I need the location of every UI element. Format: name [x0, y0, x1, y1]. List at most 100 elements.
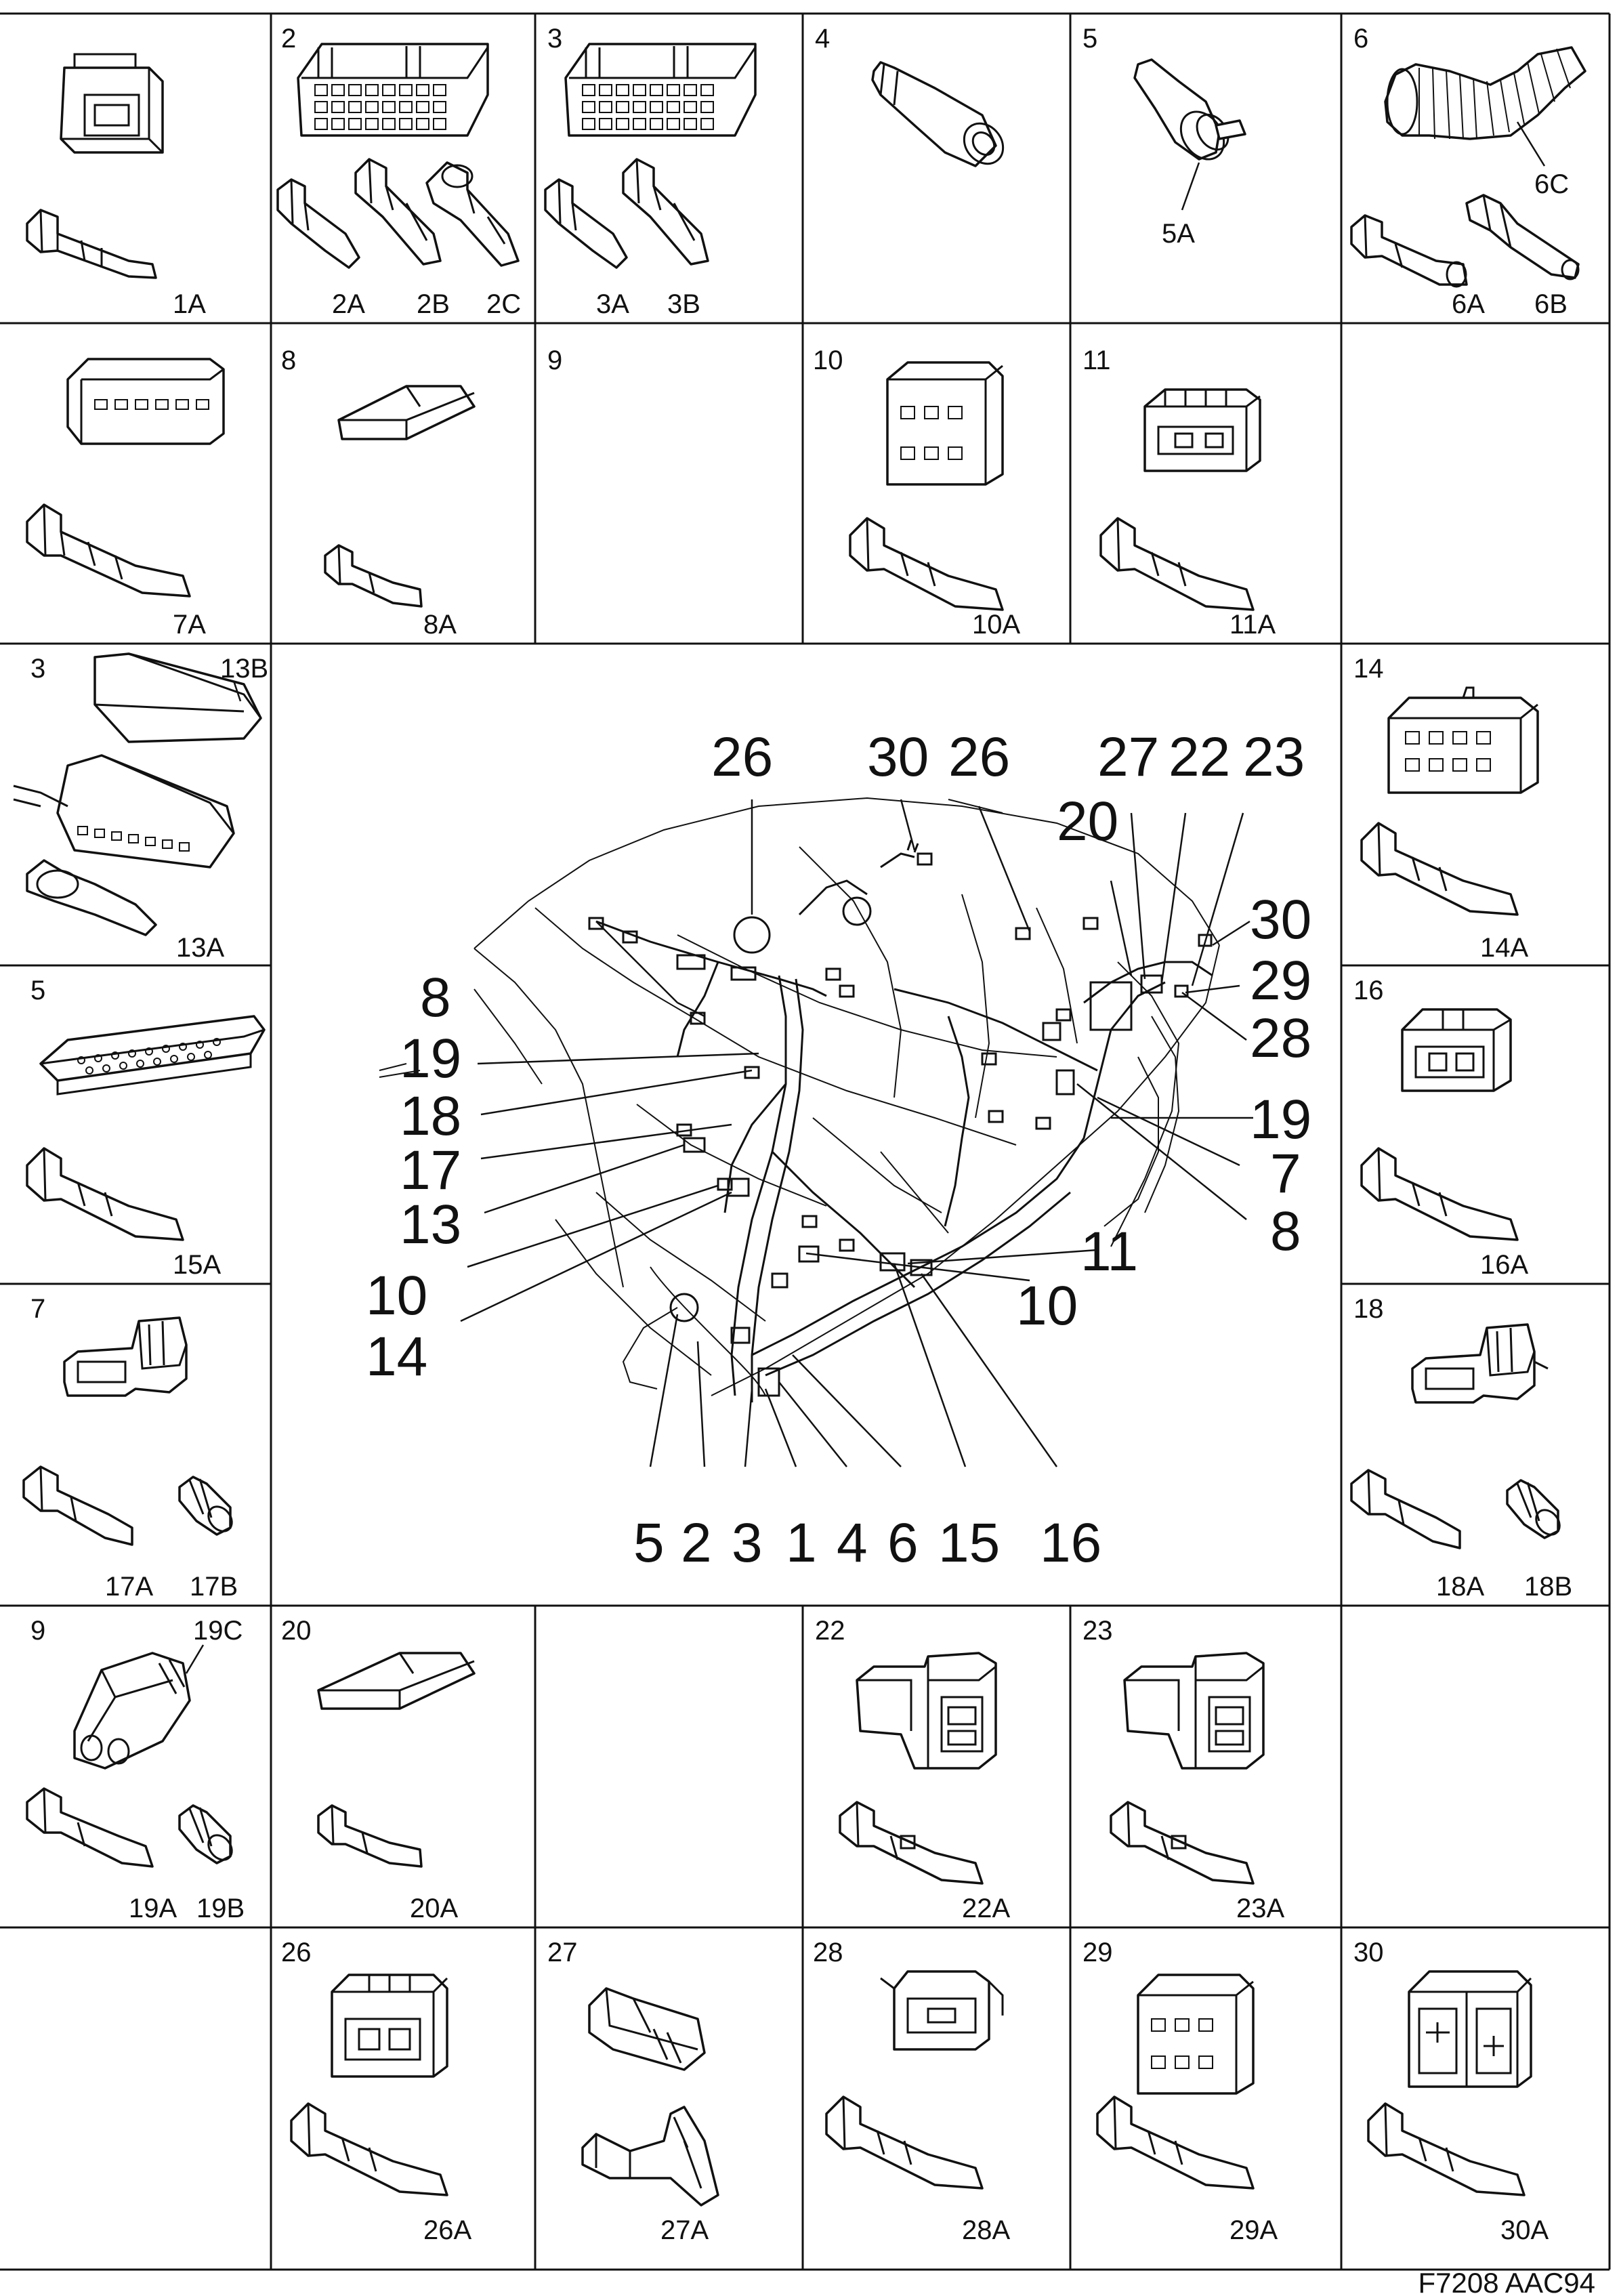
corrugated-tube-6-drawing	[1384, 46, 1586, 140]
cell-18: 18 18A 18B	[1350, 1294, 1572, 1602]
cell-3: 3	[544, 24, 757, 319]
cell-17: 7 17A 17B	[22, 1294, 238, 1602]
part-label: 6A	[1452, 289, 1485, 319]
part-label: 27A	[660, 2215, 709, 2245]
seal-17b-drawing	[178, 1476, 233, 1536]
callout-right: 10	[1016, 1275, 1078, 1337]
cell-number: 26	[281, 1938, 312, 1967]
callout-bottom: 3	[732, 1512, 763, 1574]
cell-number: 2	[281, 24, 296, 54]
connector-15-drawing	[39, 1015, 266, 1095]
part-label: 3B	[667, 289, 700, 319]
connector-17-drawing	[63, 1316, 188, 1397]
connector-28-drawing	[880, 1970, 1004, 2051]
cell-number: 16	[1353, 976, 1384, 1005]
callout-right: 8	[1270, 1201, 1301, 1262]
terminal-30a-drawing	[1367, 2102, 1526, 2196]
terminal-28a-drawing	[825, 2095, 984, 2190]
vehicle-harness-diagram: 26 30 26 27 22 23 20 8 19 18 17 13 10 14…	[366, 726, 1311, 1574]
cell-number: 11	[1082, 346, 1111, 375]
cell-28: 28 28A	[813, 1938, 1010, 2245]
part-label: 18A	[1436, 1572, 1484, 1602]
part-label: 6C	[1534, 169, 1569, 199]
cell-number: 3	[547, 24, 562, 54]
cell-11: 11 11A	[1082, 346, 1276, 640]
callout-bottom: 16	[1040, 1512, 1101, 1574]
part-label: 10A	[972, 610, 1020, 640]
connector-22-drawing	[856, 1652, 997, 1770]
part-label: 19C	[193, 1616, 243, 1646]
cell-number: 29	[1082, 1938, 1113, 1967]
part-label: 5A	[1162, 219, 1195, 249]
leader-line	[185, 1644, 205, 1674]
terminal-15a-drawing	[26, 1147, 184, 1241]
cell-13: 3 13B 13A	[13, 652, 268, 963]
cell-8: 8 8A	[281, 346, 476, 640]
part-label: 19A	[129, 1894, 177, 1923]
terminal-1a-drawing	[26, 209, 157, 279]
callout-bottom: 5	[633, 1512, 665, 1574]
terminal-3b-drawing	[622, 158, 709, 266]
terminal-2c-drawing	[425, 161, 520, 267]
cell-22: 22 22A	[815, 1616, 1010, 1923]
cell-number: 20	[281, 1616, 312, 1646]
terminal-26a-drawing	[290, 2102, 448, 2196]
grid-lines	[0, 12, 1611, 2271]
cell-7: 7A	[26, 358, 225, 640]
cell-number: 8	[281, 346, 296, 375]
connector-10-drawing	[886, 361, 1004, 486]
cell-29: 29 29A	[1082, 1938, 1278, 2245]
cell-2: 2	[276, 24, 521, 319]
cell-20: 20 20A	[281, 1616, 476, 1923]
callout-right: 30	[1250, 889, 1311, 951]
callout-left: 17	[400, 1140, 461, 1201]
cell-number: 22	[815, 1616, 845, 1646]
part-label: 23A	[1236, 1894, 1284, 1923]
callout-right: 7	[1270, 1143, 1301, 1205]
cell-number: 27	[547, 1938, 578, 1967]
cell-number: 28	[813, 1938, 843, 1967]
terminal-23a-drawing	[1110, 1801, 1255, 1885]
connector-30-drawing	[1408, 1970, 1532, 2088]
part-label: 2A	[332, 289, 365, 319]
terminal-2a-drawing	[276, 178, 360, 269]
part-label: 7A	[173, 610, 206, 640]
cell-number: 3	[30, 654, 45, 684]
leader-line	[1181, 162, 1200, 211]
terminal-7a-drawing	[26, 503, 191, 598]
cell-number: 14	[1353, 654, 1384, 684]
terminal-20a-drawing	[317, 1804, 423, 1868]
grommet-5-drawing	[1133, 58, 1246, 161]
part-label: 29A	[1229, 2215, 1278, 2245]
terminal-19a-drawing	[26, 1787, 154, 1868]
cell-1: 1A	[26, 53, 206, 319]
part-label: 11A	[1229, 610, 1276, 640]
connector-3-drawing	[564, 43, 757, 137]
cell-14: 14 14A	[1353, 654, 1539, 963]
cell-15: 5 15A	[26, 976, 266, 1280]
callout-bottom: 2	[681, 1512, 712, 1574]
harness-connectors-drawing	[588, 852, 1213, 1397]
figure-code: F7208 AAC94	[1418, 2267, 1595, 2296]
cell-26: 26 26A	[281, 1938, 471, 2245]
terminal-11a-drawing	[1099, 517, 1255, 611]
leader-line	[232, 680, 242, 702]
connector-29-drawing	[1137, 1974, 1255, 2095]
terminal-8a-drawing	[324, 544, 423, 608]
callout-left: 18	[400, 1085, 461, 1147]
cell-number: 4	[815, 24, 830, 54]
flag-20-drawing	[317, 1652, 476, 1710]
leader-line	[1516, 121, 1546, 167]
callout-labels: 26 30 26 27 22 23 20 8 19 18 17 13 10 14…	[366, 726, 1311, 1574]
terminal-6a-drawing	[1350, 214, 1468, 288]
part-label: 18B	[1524, 1572, 1572, 1602]
terminal-6b-drawing	[1465, 194, 1580, 280]
connector-7-drawing	[66, 358, 225, 445]
cell-number: 5	[1082, 24, 1097, 54]
cell-number: 30	[1353, 1938, 1384, 1967]
callout-left: 10	[366, 1265, 427, 1327]
boot-4-drawing	[871, 61, 1005, 167]
cell-number: 6	[1353, 24, 1368, 54]
cell-5: 5 5A	[1082, 24, 1246, 249]
